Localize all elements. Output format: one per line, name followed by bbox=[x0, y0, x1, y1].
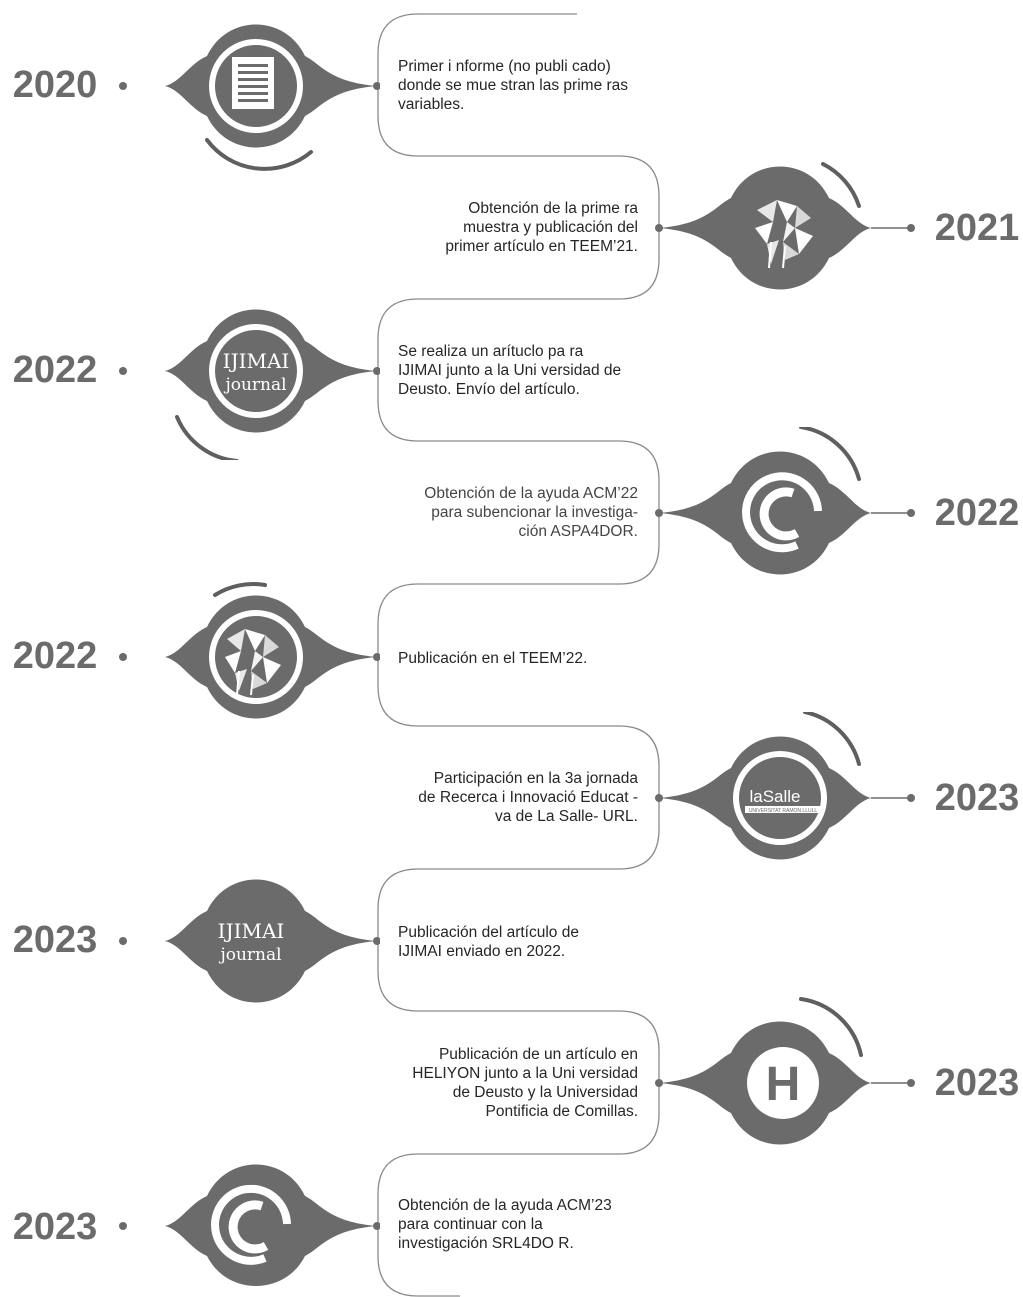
timeline-description: Obtención de la ayuda ACM’23 para contin… bbox=[398, 1197, 612, 1252]
lasalle-logo-icon: laSalle UNIVERSITAT RAMON LLULL bbox=[745, 787, 821, 814]
timeline-node-document bbox=[119, 24, 380, 171]
svg-text:H: H bbox=[766, 1058, 801, 1111]
acm-logo-icon bbox=[211, 1184, 291, 1265]
timeline-node-ijimai: IJIMAI journal bbox=[119, 309, 380, 460]
timeline-year-2023: 2023 bbox=[934, 777, 1020, 819]
timeline-description: Obtención de la prime ra muestra y publi… bbox=[445, 200, 638, 255]
document-icon bbox=[232, 57, 274, 109]
timeline-node-ijimai: IJIMAI journal bbox=[119, 879, 380, 1003]
timeline-description: Primer i nforme (no publi cado) donde se… bbox=[398, 58, 629, 113]
timeline-year-2023: 2023 bbox=[12, 1206, 98, 1248]
timeline-year-2022: 2022 bbox=[12, 635, 98, 677]
timeline-node-lasalle: laSalle UNIVERSITAT RAMON LLULL bbox=[655, 712, 915, 860]
heliyon-logo-icon: H bbox=[747, 1047, 819, 1119]
timeline-node-teem bbox=[655, 162, 915, 290]
timeline-description: Publicación en el TEEM’22. bbox=[398, 650, 588, 667]
timeline-year-2023: 2023 bbox=[12, 919, 98, 961]
svg-text:journal: journal bbox=[223, 375, 286, 395]
timeline-description: Publicación del artículo de IJIMAI envia… bbox=[398, 924, 579, 960]
teem-logo-icon bbox=[225, 629, 281, 696]
timeline-year-2020: 2020 bbox=[12, 64, 98, 106]
acm-logo-icon bbox=[742, 472, 822, 553]
svg-text:IJIMAI: IJIMAI bbox=[223, 349, 290, 373]
ijimai-logo-icon: IJIMAI journal bbox=[218, 919, 285, 965]
timeline-year-2021: 2021 bbox=[934, 207, 1020, 249]
teem-logo-icon bbox=[755, 200, 813, 269]
timeline-year-2022: 2022 bbox=[12, 349, 98, 391]
timeline-description: Se realiza un arítuclo pa ra IJIMAI junt… bbox=[398, 343, 622, 398]
timeline-description: Publicación de un artículo en HELIYON ju… bbox=[412, 1046, 638, 1120]
ijimai-logo-icon: IJIMAI journal bbox=[223, 349, 290, 395]
timeline-description: Participación en la 3a jornada de Recerc… bbox=[418, 770, 638, 825]
svg-text:IJIMAI: IJIMAI bbox=[218, 919, 285, 943]
timeline-node-teem bbox=[119, 582, 380, 719]
svg-text:laSalle: laSalle bbox=[749, 787, 800, 806]
timeline-description: Obtención de la ayuda ACM’22 para subenc… bbox=[424, 485, 638, 540]
timeline-node-acm bbox=[655, 427, 915, 575]
svg-text:journal: journal bbox=[218, 945, 281, 965]
timeline-node-acm bbox=[119, 1164, 380, 1286]
timeline-year-2022: 2022 bbox=[934, 492, 1020, 534]
svg-text:UNIVERSITAT RAMON LLULL: UNIVERSITAT RAMON LLULL bbox=[749, 808, 818, 814]
timeline-node-heliyon: H bbox=[655, 997, 915, 1145]
timeline-year-2023: 2023 bbox=[934, 1062, 1020, 1104]
